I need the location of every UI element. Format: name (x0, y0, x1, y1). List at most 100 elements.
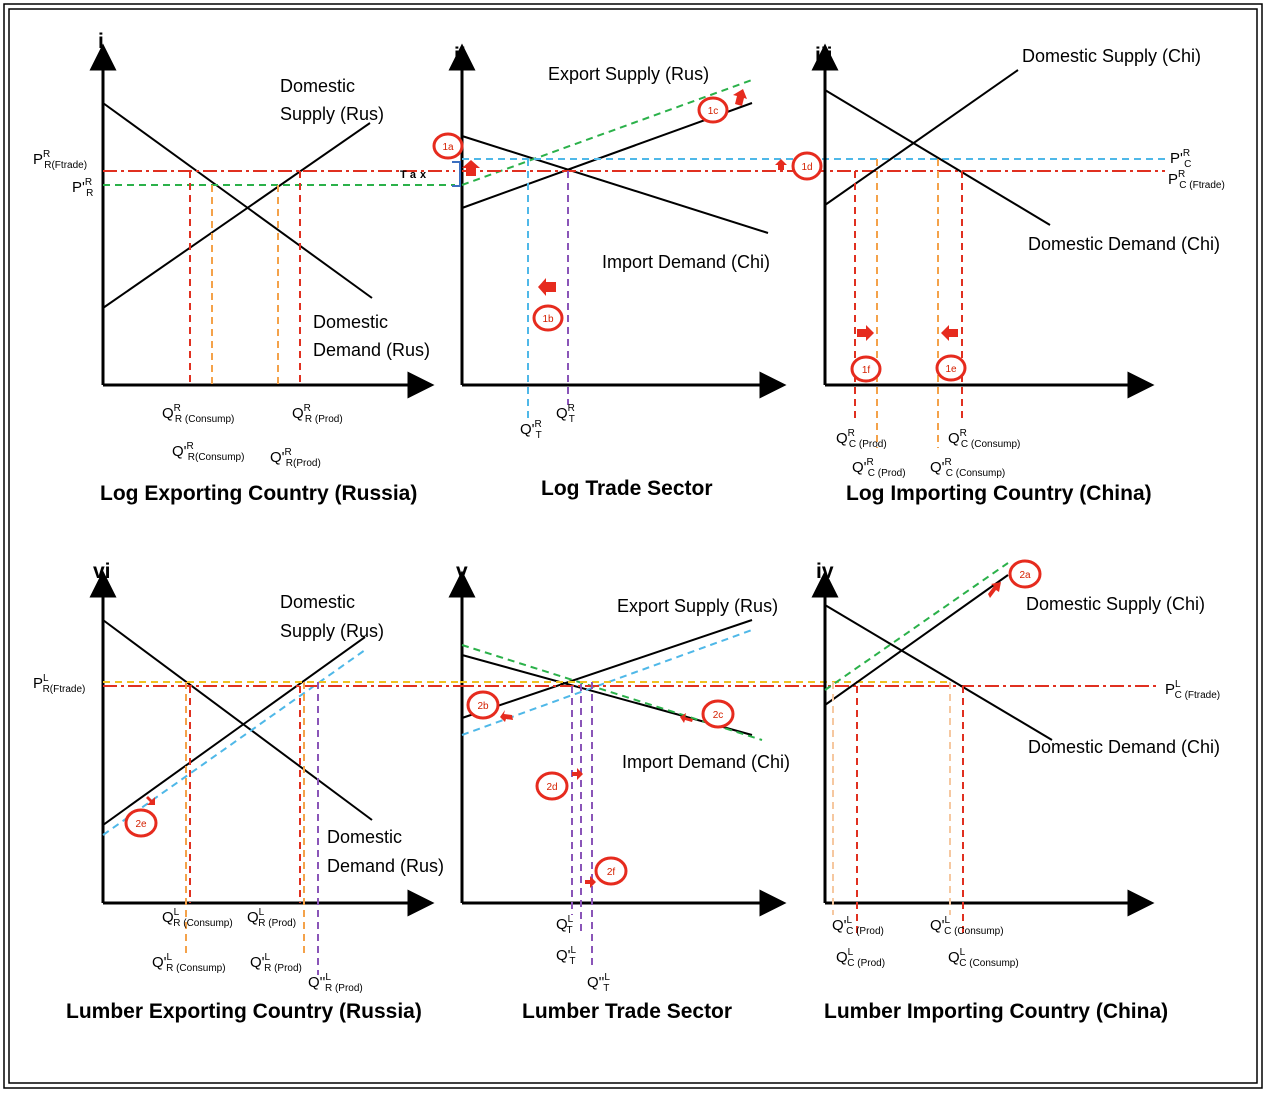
marker-1b: 1b (532, 304, 564, 332)
marker-2c-label: 2c (713, 710, 724, 721)
panel-v-demand-shifted (461, 644, 763, 741)
panel-v-demand-label: Import Demand (Chi) (622, 752, 790, 772)
marker-1f-label: 1f (862, 365, 871, 376)
arrow-2c (680, 713, 693, 723)
panel-i-id: i (98, 30, 104, 53)
marker-2f-label: 2f (607, 867, 616, 878)
panel-iii-supply-line (824, 69, 1019, 206)
panel-i-demand-label-1: Domestic (313, 312, 388, 332)
panel-i-title: Log Exporting Country (Russia) (100, 482, 417, 505)
outer-border (3, 3, 1263, 1089)
panel-iv-demand-line (824, 604, 1053, 741)
marker-2f: 2f (594, 856, 628, 886)
marker-1a-label: 1a (442, 142, 454, 153)
panel-iii-supply-label: Domestic Supply (Chi) (1022, 46, 1201, 66)
panel-ii-title: Log Trade Sector (541, 477, 713, 500)
marker-1d: 1d (791, 151, 823, 181)
marker-1d-label: 1d (801, 162, 812, 173)
marker-1b-label: 1b (542, 314, 554, 325)
panel-iii-id: iii (815, 44, 833, 67)
panel-i-supply-label-1: Domestic (280, 76, 355, 96)
arrow-up-1a (462, 160, 480, 176)
arrow-left-1b (538, 278, 556, 296)
panel-vi: vi Domestic Supply (Rus) Domestic Demand… (66, 560, 460, 1023)
panel-iii-demand-label: Domestic Demand (Chi) (1028, 234, 1220, 254)
panel-vi-demand-label-1: Domestic (327, 827, 402, 847)
marker-1c: 1c (697, 96, 729, 124)
panel-v-supply-label: Export Supply (Rus) (617, 596, 778, 616)
panel-i-supply-label-2: Supply (Rus) (280, 104, 384, 124)
marker-2c: 2c (701, 699, 735, 729)
marker-1f: 1f (850, 355, 882, 383)
panel-iv-demand-label: Domestic Demand (Chi) (1028, 737, 1220, 757)
marker-1a: 1a (432, 132, 464, 160)
tax-label: Tax (400, 169, 430, 181)
marker-2a-label: 2a (1019, 570, 1031, 581)
panel-vi-demand-line (102, 619, 373, 821)
panel-v-supply-line (461, 619, 753, 719)
panel-ii-supply-label: Export Supply (Rus) (548, 64, 709, 84)
arrow-2d (572, 768, 583, 780)
panel-iii-title: Log Importing Country (China) (846, 482, 1152, 505)
shift-arrows (146, 89, 1001, 888)
arrow-2e (146, 796, 155, 805)
panel-i: i Domestic Supply (Rus) Domestic Demand … (89, 30, 455, 505)
panel-iv-id: iv (816, 560, 834, 583)
panel-ii-demand-line (461, 135, 769, 234)
panel-ii-demand-label: Import Demand (Chi) (602, 252, 770, 272)
arrow-up-1d (775, 159, 787, 170)
panel-iv-title: Lumber Importing Country (China) (824, 1000, 1168, 1023)
panel-ii-id: ii (454, 44, 466, 67)
panel-vi-supply-shifted (102, 649, 366, 836)
step-markers: 1a 1b 1c 1d 1e 1f 2a 2b 2c 2d 2e 2f (124, 96, 1042, 886)
panel-iii: iii Domestic Supply (Chi) Domestic Deman… (811, 43, 1220, 505)
marker-2d: 2d (535, 771, 569, 801)
panel-vi-supply-label-2: Supply (Rus) (280, 621, 384, 641)
panel-vi-supply-line (102, 636, 366, 826)
marker-2e: 2e (124, 808, 158, 838)
marker-2e-label: 2e (135, 819, 147, 830)
panel-v-id: v (456, 560, 468, 583)
panel-v-title: Lumber Trade Sector (522, 1000, 732, 1023)
panel-vi-supply-label-1: Domestic (280, 592, 355, 612)
arrow-right-1f (857, 325, 874, 341)
arrow-2b (500, 710, 513, 722)
arrow-2a (988, 582, 1001, 598)
inner-border (8, 8, 1258, 1084)
marker-1e: 1e (935, 354, 967, 382)
panel-ii-supply-shifted (461, 79, 753, 186)
arrow-left-1e (941, 325, 958, 341)
panel-iv-supply-line (824, 574, 1009, 706)
panel-v: v Export Supply (Rus) Import Demand (Chi… (448, 560, 1160, 1023)
panel-i-demand-label-2: Demand (Rus) (313, 340, 430, 360)
panel-iv: iv Domestic Supply (Chi) Domestic Demand… (811, 560, 1220, 1023)
panel-vi-demand-label-2: Demand (Rus) (327, 856, 444, 876)
